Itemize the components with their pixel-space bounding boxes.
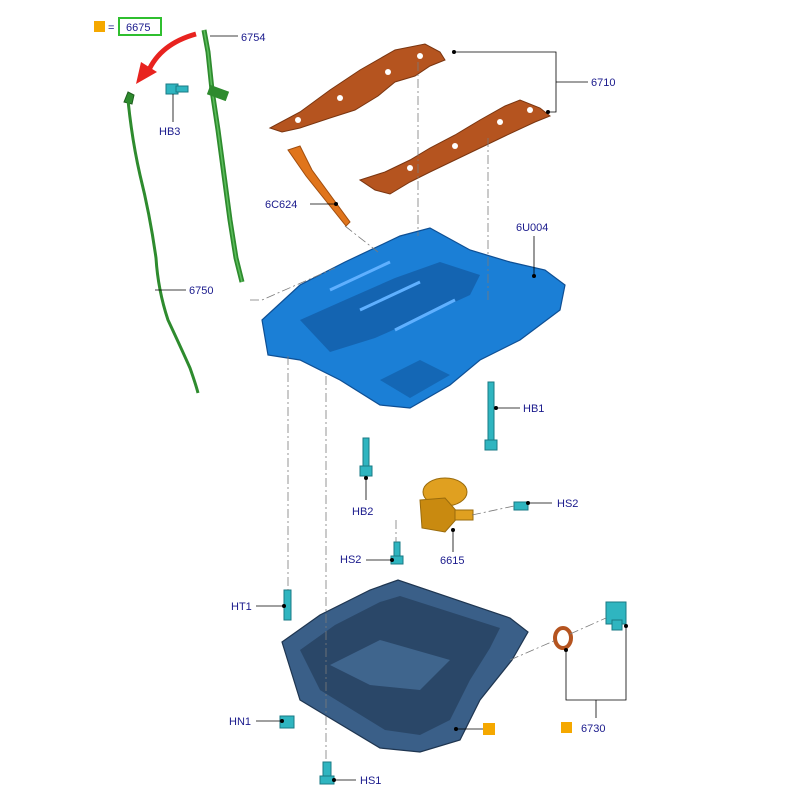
bedplate-part[interactable] (261, 227, 566, 409)
baffle-part[interactable] (287, 145, 351, 227)
label-bolt-hb1[interactable]: HB1 (523, 403, 544, 415)
red-arrowhead-icon (136, 62, 157, 84)
nut-hn1-part[interactable] (279, 715, 295, 729)
legend-part-box[interactable] (118, 17, 162, 36)
bolt-hs2-right-part[interactable] (513, 501, 529, 511)
label-gasket[interactable]: 6710 (591, 77, 615, 89)
label-pump-pickup[interactable]: 6615 (440, 555, 464, 567)
label-nut-hn1[interactable]: HN1 (229, 716, 251, 728)
bolt-hb3-part[interactable] (165, 83, 189, 95)
label-dipstick[interactable]: 6750 (189, 285, 213, 297)
gasket-part[interactable] (268, 43, 551, 195)
red-arrow-icon (145, 31, 197, 74)
bolt-hb1-part[interactable] (484, 381, 498, 451)
drain-plug-part[interactable] (605, 601, 627, 631)
pan-marker-icon (483, 723, 495, 735)
label-bolt-hb3[interactable]: HB3 (159, 126, 180, 138)
label-stud-ht1[interactable]: HT1 (231, 601, 252, 613)
alignment-lines (250, 62, 607, 762)
label-baffle[interactable]: 6C624 (265, 199, 297, 211)
drain-washer-part[interactable] (553, 626, 573, 650)
legend-equals: = (108, 22, 114, 34)
bolt-hs2-left-part[interactable] (390, 541, 404, 565)
label-bedplate[interactable]: 6U004 (516, 222, 548, 234)
drain-marker-icon (561, 722, 572, 733)
dipstick-part[interactable] (123, 91, 200, 394)
oil-pan-part[interactable] (281, 579, 529, 753)
dipstick-tube-part[interactable] (201, 29, 245, 283)
label-bolt-hb2[interactable]: HB2 (352, 506, 373, 518)
bolt-hs1-part[interactable] (319, 761, 335, 785)
label-bolt-hs2-left[interactable]: HS2 (340, 554, 361, 566)
pump-pickup-part[interactable] (419, 477, 474, 533)
legend-part-number[interactable]: 6675 (126, 22, 150, 34)
bolt-hb2-part[interactable] (359, 437, 373, 477)
leader-lines (155, 35, 628, 782)
label-bolt-hs1[interactable]: HS1 (360, 775, 381, 787)
label-drain-plug[interactable]: 6730 (581, 723, 605, 735)
label-bolt-hs2-right[interactable]: HS2 (557, 498, 578, 510)
legend-marker-icon (94, 21, 105, 32)
label-dipstick-tube[interactable]: 6754 (241, 32, 265, 44)
